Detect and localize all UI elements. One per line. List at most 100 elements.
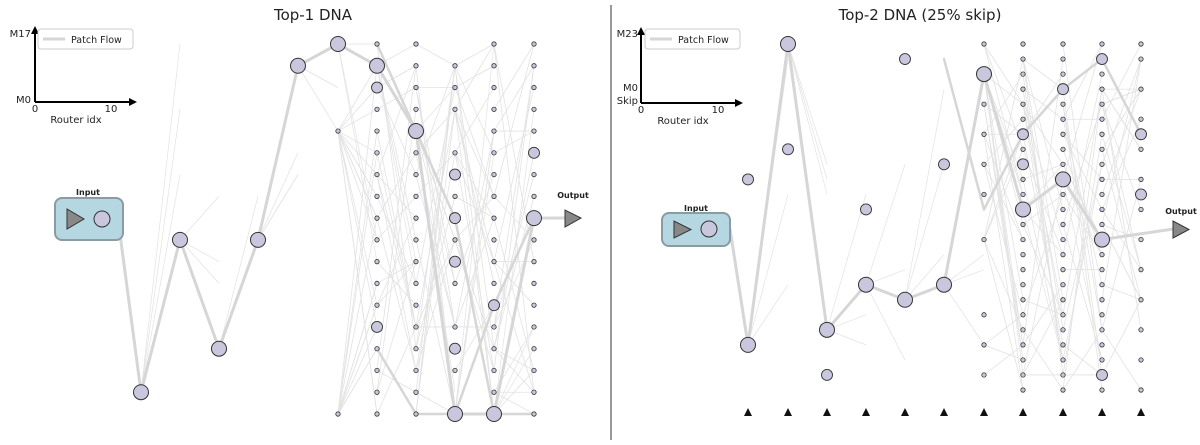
highlight-path — [116, 42, 567, 416]
flow-line — [454, 196, 495, 241]
patch-flow-segment — [1100, 227, 1175, 242]
router-nodes — [740, 36, 1147, 416]
router-node-small — [491, 63, 497, 69]
flow-line — [1101, 179, 1142, 330]
flow-line — [1022, 58, 1064, 90]
flow-line — [337, 326, 378, 415]
router-node-small — [981, 101, 987, 107]
input-block: Input — [54, 188, 124, 241]
router-node-small — [531, 41, 537, 47]
flow-line — [1062, 89, 1103, 391]
legend-box — [37, 28, 134, 50]
patch-flow-lines — [747, 43, 1142, 391]
flow-line — [904, 254, 945, 300]
router-node-selected — [447, 406, 463, 422]
router-node-selected — [976, 66, 992, 83]
router-node-small — [1020, 342, 1026, 348]
x-tick-end: 10 — [105, 104, 118, 115]
router-node-small — [1099, 191, 1105, 198]
flow-line — [1062, 104, 1103, 391]
input-box — [54, 197, 124, 241]
flow-line — [1101, 284, 1142, 301]
flow-line — [493, 174, 535, 328]
router-node-selected — [1094, 231, 1110, 248]
flow-line — [454, 239, 495, 349]
router-node-small — [1138, 297, 1144, 303]
router-node-small — [413, 84, 419, 91]
flow-line — [337, 65, 378, 415]
router-node-selected — [1015, 201, 1031, 218]
flow-line — [493, 348, 535, 415]
flow-line — [454, 109, 495, 197]
input-block: Input — [661, 204, 731, 247]
flow-line — [337, 131, 378, 415]
patch-flow-segment — [1100, 57, 1143, 136]
router-node-small — [413, 411, 419, 417]
router-node — [782, 143, 794, 156]
skip-marker-icon — [901, 408, 909, 416]
router-node-small — [1060, 236, 1066, 243]
flow-line — [376, 43, 417, 349]
flow-line — [415, 87, 456, 284]
legend: Patch Flow — [644, 28, 741, 50]
router-node-small — [1060, 282, 1066, 288]
router-node-small — [413, 193, 419, 199]
panel-top1-dna: Top-1 DNA M17 M0 0 10 Router idx Patch F… — [10, 6, 589, 422]
output-label: Output — [1165, 207, 1197, 216]
router-node-small — [413, 324, 419, 330]
router-node-small — [1020, 116, 1026, 122]
flow-line — [337, 130, 378, 197]
input-label: Input — [76, 188, 100, 197]
router-node-small — [413, 63, 419, 69]
flow-line — [454, 43, 495, 415]
flow-line — [983, 314, 1024, 346]
router-node-small — [1138, 86, 1144, 92]
router-node-selected — [486, 406, 502, 422]
router-node-selected — [133, 384, 149, 401]
router-node-small — [1138, 56, 1144, 62]
router-node-small — [981, 342, 987, 348]
router-node-small — [491, 280, 497, 287]
router-node-small — [1099, 71, 1105, 77]
flow-line — [983, 73, 1024, 105]
flow-line — [787, 43, 828, 180]
router-node — [449, 255, 461, 268]
patch-flow-segment — [375, 64, 418, 133]
flow-line — [983, 164, 1024, 315]
skip-marker-icon — [940, 408, 948, 416]
router-node-small — [1099, 146, 1105, 152]
inset-axes: M23 M0 Skip 0 10 Router idx — [617, 27, 743, 127]
flow-line — [943, 254, 985, 285]
router-node-small — [491, 346, 497, 352]
flow-line — [415, 239, 456, 371]
skip-marker-icon — [862, 408, 870, 416]
output-triangle-icon — [564, 209, 583, 228]
flow-line — [983, 344, 1024, 361]
router-node-small — [531, 171, 537, 178]
flow-line — [337, 87, 378, 132]
flow-line — [1022, 179, 1064, 376]
router-node — [1135, 188, 1147, 201]
panel-title: Top-2 DNA (25% skip) — [838, 6, 1002, 24]
router-node-small — [1060, 327, 1066, 333]
router-node-small — [1138, 267, 1144, 273]
router-node-small — [1020, 146, 1026, 152]
flow-line — [493, 261, 535, 306]
patch-flow-segment — [453, 216, 496, 416]
flow-line — [1062, 329, 1103, 391]
router-node-small — [1060, 71, 1066, 77]
x-axis-label: Router idx — [657, 116, 708, 127]
router-node-small — [374, 215, 380, 221]
router-node-small — [452, 367, 458, 374]
router-node-selected — [250, 231, 266, 248]
flow-line — [1101, 149, 1142, 300]
router-node-small — [413, 106, 419, 112]
flow-line — [1062, 74, 1103, 255]
flow-line — [1062, 43, 1103, 330]
flow-line — [1101, 88, 1142, 150]
router-node — [742, 173, 754, 186]
legend-label: Patch Flow — [678, 35, 729, 46]
router-node-small — [491, 84, 497, 91]
router-node-small — [1099, 206, 1105, 213]
x-tick-end: 10 — [712, 105, 725, 116]
